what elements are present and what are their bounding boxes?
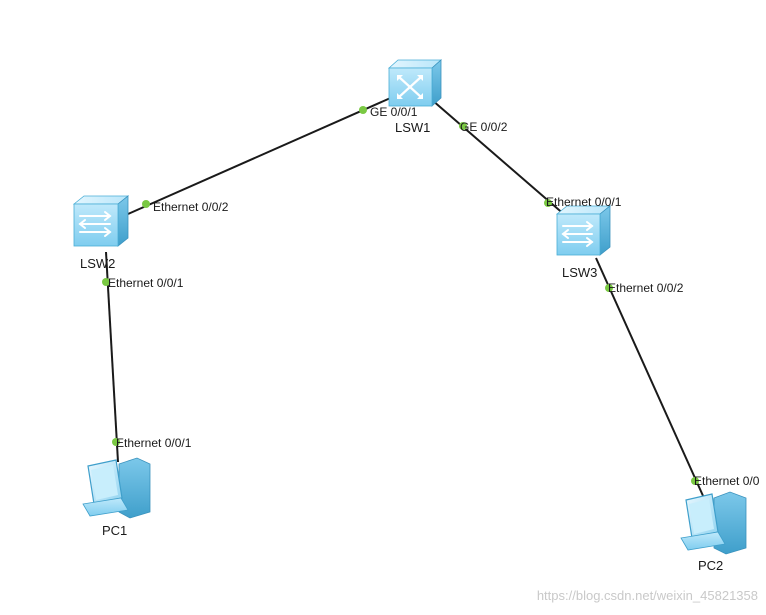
port-label-lsw2-eth002: Ethernet 0/0/2 [153, 200, 229, 214]
port-label-lsw2-eth001: Ethernet 0/0/1 [108, 276, 184, 290]
port-dot-pc1-eth001[interactable] [112, 438, 120, 446]
port-dot-lsw1-ge001[interactable] [359, 106, 367, 114]
port-dot-pc2-eth00[interactable] [691, 477, 699, 485]
port-label-lsw3-eth001: Ethernet 0/0/1 [546, 195, 622, 209]
port-dot-lsw1-ge002[interactable] [459, 122, 467, 130]
port-label-pc1-eth001: Ethernet 0/0/1 [116, 436, 192, 450]
port-dot-lsw3-eth002[interactable] [605, 284, 613, 292]
lsw2-switch-icon[interactable] [72, 195, 130, 247]
pc2-computer-icon[interactable] [680, 491, 747, 555]
lsw3-switch-icon[interactable] [555, 205, 612, 256]
port-label-lsw1-ge001: GE 0/0/1 [370, 105, 418, 119]
watermark-text: https://blog.csdn.net/weixin_45821358 [536, 588, 758, 603]
pc1-name-label: PC1 [102, 523, 128, 538]
links [105, 95, 705, 499]
port-dot-lsw2-eth002[interactable] [142, 200, 150, 208]
pc1-computer-icon[interactable] [82, 457, 151, 519]
link-lsw2-pc1[interactable] [105, 251, 119, 463]
lsw1-switch-icon[interactable] [387, 59, 443, 107]
lsw1-name-label: LSW1 [395, 120, 431, 135]
link-lsw1-lsw2[interactable] [127, 95, 396, 215]
port-label-pc2-eth00: Ethernet 0/0 [694, 474, 760, 488]
pc2-name-label: PC2 [698, 558, 724, 573]
port-label-lsw3-eth002: Ethernet 0/0/2 [608, 281, 684, 295]
lsw3-name-label: LSW3 [562, 265, 598, 280]
port-label-lsw1-ge002: GE 0/0/2 [460, 120, 508, 134]
link-lsw3-pc2[interactable] [595, 257, 705, 499]
link-lsw1-lsw3[interactable] [431, 99, 567, 217]
port-dot-lsw2-eth001[interactable] [102, 278, 110, 286]
lsw2-name-label: LSW2 [80, 256, 116, 271]
port-dot-lsw3-eth001[interactable] [544, 199, 552, 207]
port-dots [102, 106, 699, 485]
